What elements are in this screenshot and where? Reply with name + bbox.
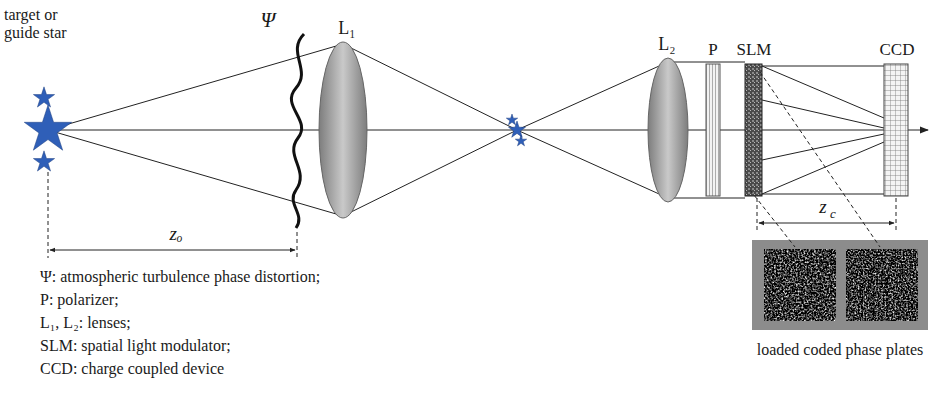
distance-label: z [819, 196, 826, 218]
slm-label: SLM [737, 40, 772, 60]
star-symbol [33, 87, 54, 107]
polarizer-label: P [708, 40, 717, 60]
target-label: target or guide star [4, 6, 86, 43]
inset-caption: loaded coded phase plates [757, 341, 924, 359]
turbulence-screen [291, 34, 304, 228]
phase-plate-1-texture [764, 249, 836, 321]
phase-plate-2-texture [846, 249, 918, 321]
zo-dimension [48, 172, 297, 258]
polarizer [706, 64, 720, 196]
legend-note: P: polarizer; [40, 291, 119, 309]
lens-l1 [319, 42, 367, 218]
phase-plate-2 [846, 249, 918, 321]
inset-leaders [750, 72, 880, 247]
star-symbol [33, 151, 54, 171]
legend-note: Ψ: atmospheric turbulence phase distorti… [40, 268, 320, 286]
star-symbol [24, 105, 71, 150]
phase-plate-inset [752, 240, 928, 330]
lens-label: L₁ [338, 18, 355, 39]
star-symbol [508, 121, 525, 137]
stars [24, 87, 526, 171]
legend-note: L₁, L₂: lenses; [40, 314, 131, 332]
distance-subscript: c [830, 207, 836, 222]
ccd-sensor [884, 64, 908, 196]
lens-l2 [648, 58, 688, 202]
optical-axis [48, 130, 928, 131]
ccd-label: CCD [880, 40, 915, 60]
psi-label: Ψ [261, 8, 276, 32]
phase-plate-1 [764, 249, 836, 321]
rays [48, 44, 884, 216]
legend-note: SLM: spatial light modulator; [40, 337, 231, 355]
distance-label: zₒ [170, 223, 183, 245]
star-symbol [515, 135, 526, 146]
legend-note: CCD: charge coupled device [40, 360, 224, 378]
star-symbol [506, 114, 517, 125]
lens-label: L₂ [658, 34, 675, 55]
slm-panel [745, 64, 762, 196]
